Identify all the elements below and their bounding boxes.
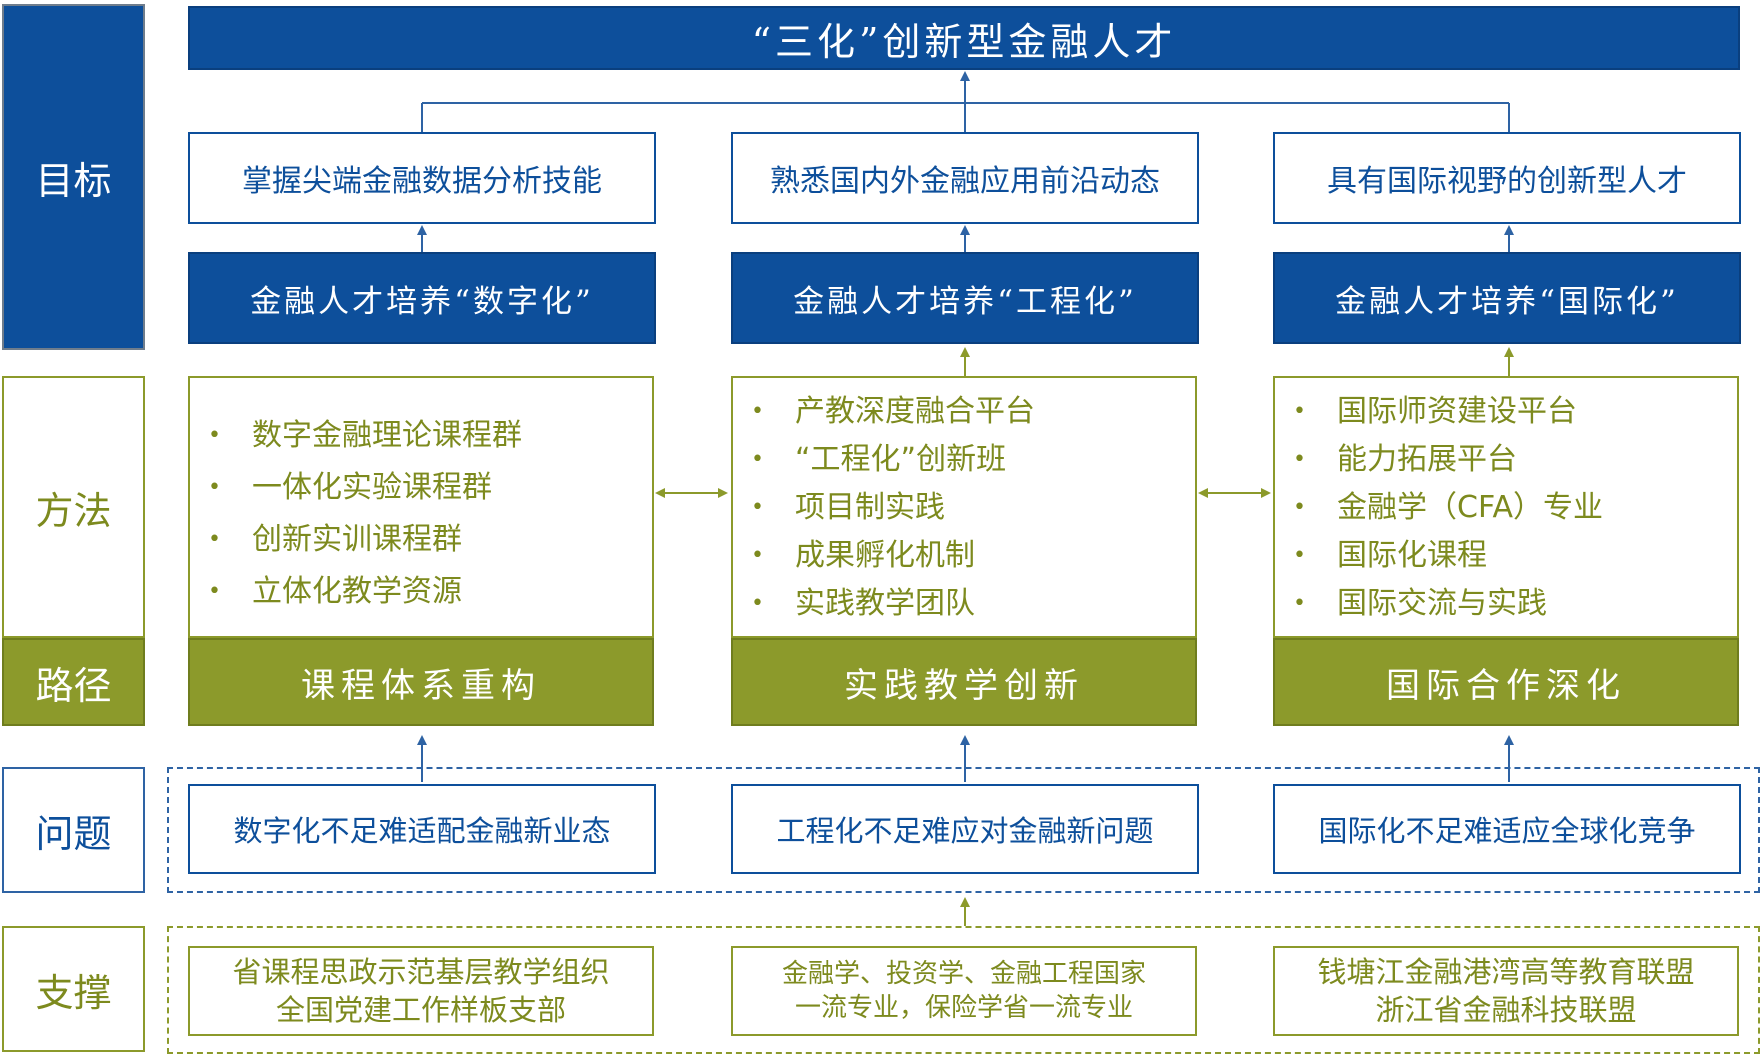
method-list-2: •产教深度融合平台 •“工程化”创新班 •项目制实践 •成果孵化机制 •实践教学…	[733, 388, 1195, 628]
goal-box-1: 掌握尖端金融数据分析技能	[188, 132, 656, 224]
row-label-support: 支撑	[2, 926, 145, 1052]
problem-box-3: 国际化不足难适应全球化竞争	[1273, 784, 1741, 874]
list-item: •实践教学团队	[733, 580, 1195, 628]
bullet-icon: •	[751, 591, 764, 616]
method-list-1: •数字金融理论课程群 •一体化实验课程群 •创新实训课程群 •立体化教学资源	[190, 412, 652, 616]
list-item: •项目制实践	[733, 484, 1195, 532]
list-item: •立体化教学资源	[190, 568, 652, 616]
list-item: •数字金融理论课程群	[190, 412, 652, 460]
bullet-icon: •	[751, 495, 764, 520]
bullet-icon: •	[208, 423, 221, 448]
list-item: •国际师资建设平台	[1275, 388, 1737, 436]
list-item: •产教深度融合平台	[733, 388, 1195, 436]
goals-to-title-connector	[421, 71, 1510, 132]
traits-to-goals-arrows	[417, 225, 1514, 252]
problems-to-paths-arrows	[417, 735, 1514, 782]
problem-box-1: 数字化不足难适配金融新业态	[188, 784, 656, 874]
problem-box-2: 工程化不足难应对金融新问题	[731, 784, 1199, 874]
trait-box-international: 金融人才培养“国际化”	[1273, 252, 1741, 344]
row-label-target: 目标	[2, 4, 145, 350]
methods-to-traits-arrows	[960, 347, 1514, 376]
path-box-curriculum: 课程体系重构	[188, 638, 654, 726]
bullet-icon: •	[208, 527, 221, 552]
list-item: •“工程化”创新班	[733, 436, 1195, 484]
support-box-2: 金融学、投资学、金融工程国家 一流专业，保险学省一流专业	[731, 946, 1197, 1036]
support-box-3: 钱塘江金融港湾高等教育联盟 浙江省金融科技联盟	[1273, 946, 1739, 1036]
bullet-icon: •	[1293, 543, 1306, 568]
goal-box-2: 熟悉国内外金融应用前沿动态	[731, 132, 1199, 224]
list-item: •创新实训课程群	[190, 516, 652, 564]
list-item: •一体化实验课程群	[190, 464, 652, 512]
list-item: •能力拓展平台	[1275, 436, 1737, 484]
bullet-icon: •	[1293, 591, 1306, 616]
method-list-3: •国际师资建设平台 •能力拓展平台 •金融学（CFA）专业 •国际化课程 •国际…	[1275, 388, 1737, 628]
support-line: 浙江省金融科技联盟	[1375, 993, 1637, 1027]
support-line: 全国党建工作样板支部	[275, 993, 566, 1027]
bullet-icon: •	[1293, 447, 1306, 472]
bullet-icon: •	[1293, 495, 1306, 520]
trait-box-digital: 金融人才培养“数字化”	[188, 252, 656, 344]
list-item: •成果孵化机制	[733, 532, 1195, 580]
bullet-icon: •	[208, 579, 221, 604]
method-box-1: •数字金融理论课程群 •一体化实验课程群 •创新实训课程群 •立体化教学资源	[188, 376, 654, 638]
problem-group-frame	[167, 767, 1760, 893]
support-group-frame	[167, 926, 1760, 1054]
support-line: 一流专业，保险学省一流专业	[794, 993, 1133, 1023]
list-item: •金融学（CFA）专业	[1275, 484, 1737, 532]
path-box-cooperation: 国际合作深化	[1273, 638, 1739, 726]
bullet-icon: •	[751, 543, 764, 568]
bullet-icon: •	[208, 475, 221, 500]
page-title: “三化”创新型金融人才	[188, 6, 1740, 70]
support-line: 钱塘江金融港湾高等教育联盟	[1317, 955, 1695, 989]
row-label-path: 路径	[2, 638, 145, 726]
support-box-1: 省课程思政示范基层教学组织 全国党建工作样板支部	[188, 946, 654, 1036]
method-box-2: •产教深度融合平台 •“工程化”创新班 •项目制实践 •成果孵化机制 •实践教学…	[731, 376, 1197, 638]
support-line: 金融学、投资学、金融工程国家	[781, 959, 1146, 989]
support-line: 省课程思政示范基层教学组织	[232, 955, 610, 989]
row-label-problem: 问题	[2, 767, 145, 893]
bullet-icon: •	[751, 399, 764, 424]
trait-box-engineering: 金融人才培养“工程化”	[731, 252, 1199, 344]
list-item: •国际交流与实践	[1275, 580, 1737, 628]
bullet-icon: •	[751, 447, 764, 472]
path-box-practice: 实践教学创新	[731, 638, 1197, 726]
bullet-icon: •	[1293, 399, 1306, 424]
list-item: •国际化课程	[1275, 532, 1737, 580]
method-box-3: •国际师资建设平台 •能力拓展平台 •金融学（CFA）专业 •国际化课程 •国际…	[1273, 376, 1739, 638]
goal-box-3: 具有国际视野的创新型人才	[1273, 132, 1741, 224]
row-label-method: 方法	[2, 376, 145, 638]
